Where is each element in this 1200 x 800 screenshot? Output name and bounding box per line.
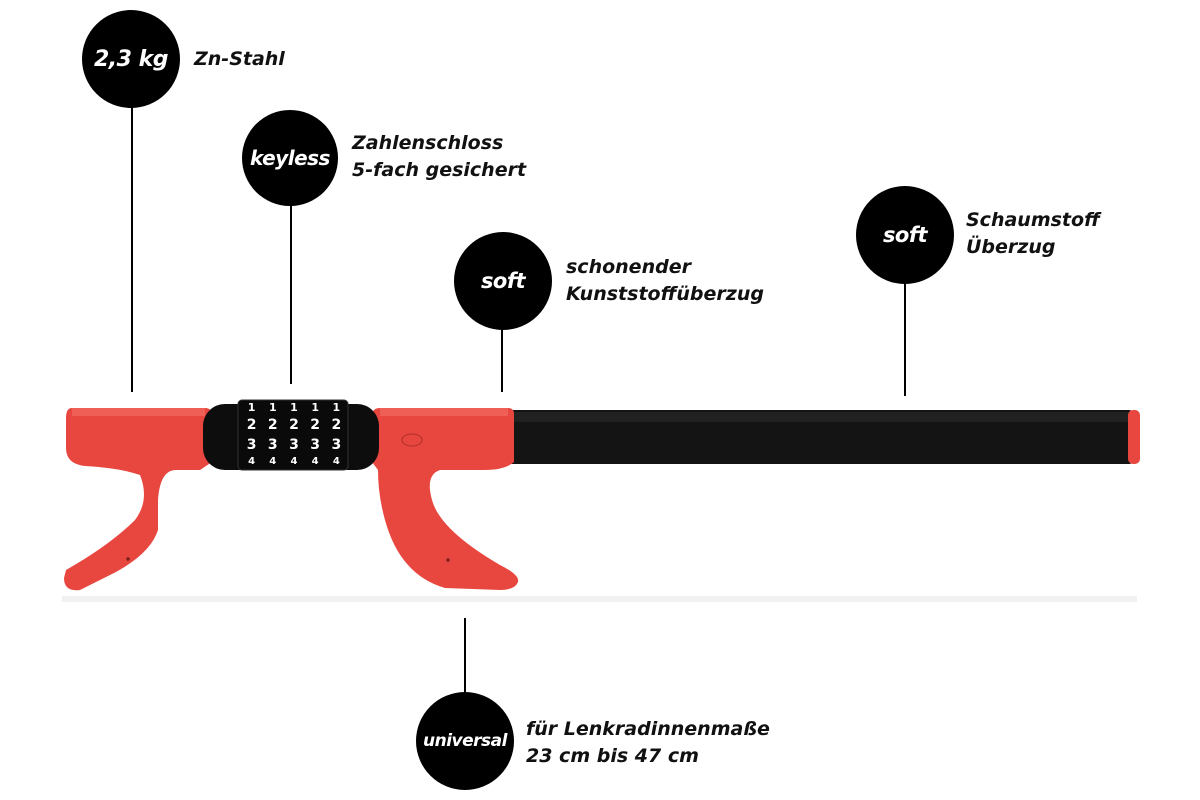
digit: 3	[331, 437, 342, 453]
fit-description: für Lenkradinnenmaße 23 cm bis 47 cm	[526, 716, 770, 770]
connector-line-hook	[501, 325, 503, 392]
digit: 1	[247, 401, 256, 414]
connector-line-lock	[290, 200, 292, 384]
digit-row-2: 2 2 2 2 2	[241, 417, 347, 433]
description-line: 23 cm bis 47 cm	[526, 745, 699, 767]
digit: 4	[248, 456, 256, 464]
digit: 2	[289, 417, 299, 433]
universal-badge: universal	[416, 692, 514, 790]
right-hook	[372, 408, 519, 590]
digit-row-4: 4 4 4 4 4	[241, 456, 347, 464]
soft-foam-badge: soft	[856, 186, 954, 284]
connector-line-weight	[131, 100, 133, 392]
digit: 1	[332, 401, 341, 414]
left-hook	[64, 408, 212, 591]
description-line: Schaumstoff	[966, 209, 1100, 231]
combination-lock	[203, 399, 379, 471]
digit: 2	[246, 417, 257, 433]
digit: 2	[310, 417, 321, 433]
foam-handle	[500, 410, 1140, 464]
description-line: schonender	[566, 256, 691, 278]
connector-line-handle	[904, 278, 906, 396]
weight-description: Zn-Stahl	[194, 46, 285, 73]
keyless-badge: keyless	[242, 110, 338, 206]
digit: 1	[268, 401, 277, 414]
digit: 3	[310, 437, 321, 453]
digit: 3	[246, 437, 257, 453]
digit: 1	[311, 401, 319, 414]
combination-digits: 1 1 1 1 1 2 2 2 2 2 3 3 3 3 3 4 4 4 4 4	[241, 402, 347, 468]
hook-description: schonender Kunststoffüberzug	[566, 254, 764, 308]
description-line: Überzug	[966, 236, 1056, 258]
description-line: Kunststoffüberzug	[566, 283, 764, 305]
description-line: für Lenkradinnenmaße	[526, 718, 770, 740]
digit: 2	[267, 417, 278, 433]
weight-badge: 2,3 kg	[82, 10, 180, 108]
digit: 2	[331, 417, 342, 433]
floor-reflection	[62, 596, 1137, 602]
description-line: Zahlenschloss	[352, 132, 504, 154]
description-line: 5-fach gesichert	[352, 159, 527, 181]
handle-description: Schaumstoff Überzug	[966, 207, 1100, 261]
digit: 4	[311, 456, 319, 464]
digit: 3	[289, 437, 299, 453]
lock-description: Zahlenschloss 5-fach gesichert	[352, 130, 526, 184]
digit: 3	[267, 437, 278, 453]
description-line: Zn-Stahl	[194, 48, 285, 70]
digit: 4	[332, 456, 340, 464]
connector-line-fit	[464, 618, 466, 696]
digit-row-3: 3 3 3 3 3	[241, 437, 347, 453]
digit: 4	[269, 456, 277, 464]
digit-row-1: 1 1 1 1 1	[241, 402, 347, 414]
soft-hook-badge: soft	[454, 232, 552, 330]
digit: 1	[290, 401, 298, 414]
digit: 4	[290, 456, 298, 464]
